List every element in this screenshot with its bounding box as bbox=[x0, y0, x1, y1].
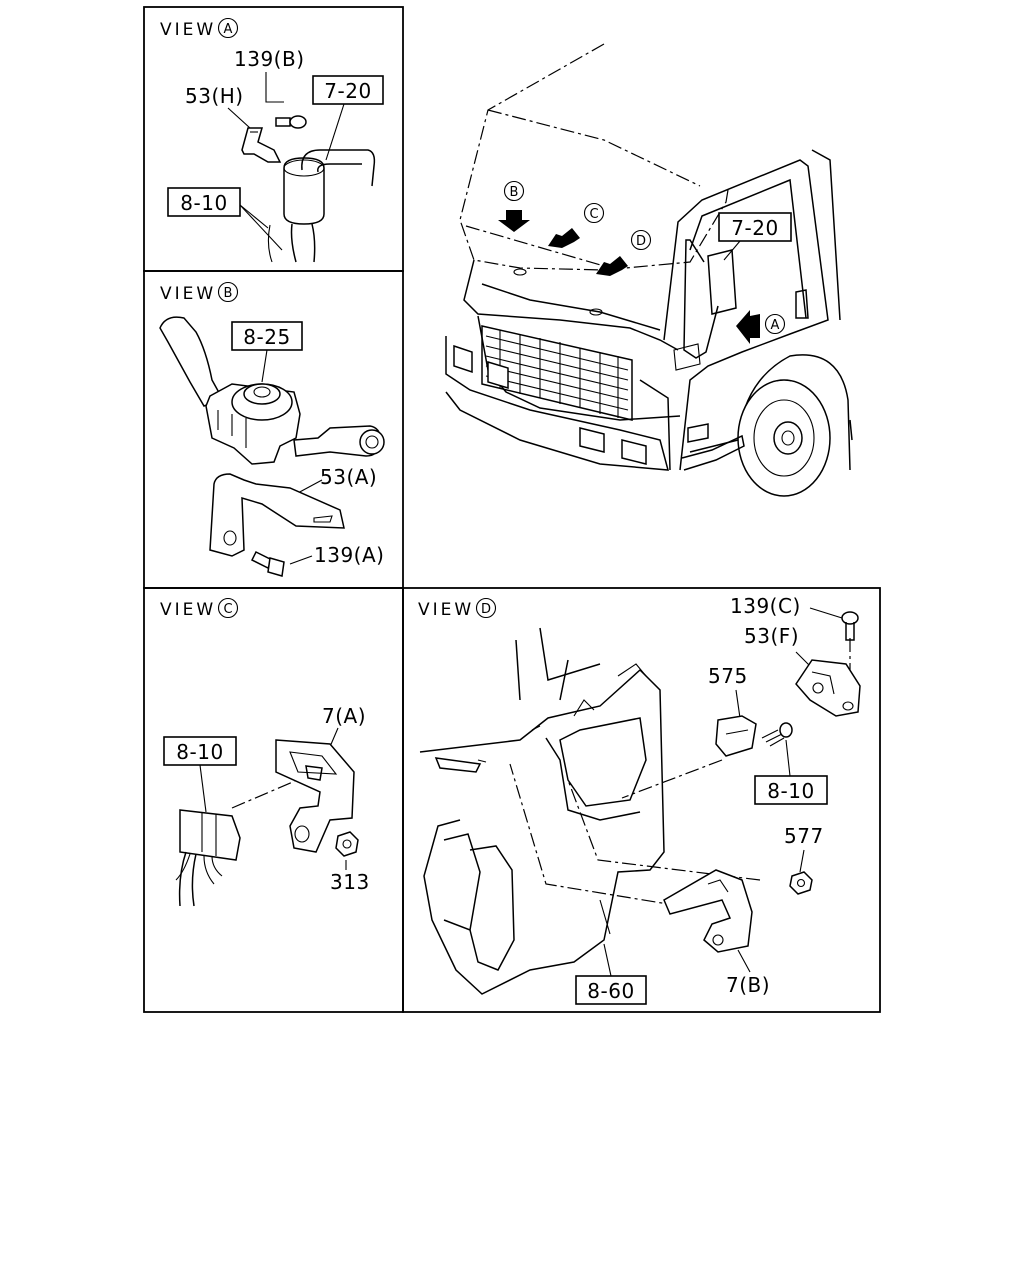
view-c-panel: VIEW C 7(A) 8-10 313 bbox=[160, 597, 370, 907]
bolt-139b bbox=[275, 115, 307, 129]
label-139b: 139(B) bbox=[234, 47, 305, 71]
connector-8-10-view-c bbox=[175, 809, 241, 907]
engine-block-view-d bbox=[419, 627, 665, 995]
screw-8-10-view-d bbox=[761, 722, 793, 747]
view-marker-c: C bbox=[548, 202, 605, 248]
view-marker-b: B bbox=[498, 180, 530, 232]
label-313: 313 bbox=[330, 870, 370, 894]
view-c-letter: C bbox=[223, 602, 232, 617]
view-d-circle bbox=[475, 597, 497, 619]
view-marker-d: D bbox=[596, 229, 652, 276]
view-d-letter: D bbox=[481, 602, 491, 617]
ref-7-20-cab: 7-20 bbox=[731, 216, 778, 240]
ref-7-20-view-a: 7-20 bbox=[324, 79, 371, 103]
panel-frames bbox=[143, 6, 881, 1013]
label-7b: 7(B) bbox=[726, 973, 770, 997]
ref-box-8-25 bbox=[231, 321, 303, 351]
nut-577 bbox=[789, 871, 813, 895]
ref-box-8-10-view-a bbox=[167, 187, 241, 217]
bolt-139c bbox=[841, 611, 859, 641]
clip-575 bbox=[715, 715, 757, 757]
view-c-circle bbox=[217, 597, 239, 619]
view-arrow-d bbox=[596, 256, 628, 276]
ref-8-10-view-a: 8-10 bbox=[180, 191, 227, 215]
view-arrow-c bbox=[548, 228, 580, 248]
truck-cab-overview: 7-20 B C D A bbox=[445, 43, 853, 497]
bracket-7b bbox=[663, 869, 753, 953]
view-a-letter: A bbox=[224, 22, 233, 37]
nut-313 bbox=[335, 831, 359, 857]
view-marker-d-letter: D bbox=[636, 234, 646, 249]
ref-box-7-20-view-a bbox=[312, 75, 384, 105]
bracket-53a bbox=[209, 473, 345, 557]
label-53a: 53(A) bbox=[320, 465, 377, 489]
ref-box-7-20-cab bbox=[718, 212, 792, 242]
ref-8-25: 8-25 bbox=[243, 325, 290, 349]
view-a-title: VIEW bbox=[160, 20, 216, 40]
view-b-letter: B bbox=[224, 286, 233, 301]
view-marker-a: A bbox=[736, 310, 786, 344]
view-b-circle bbox=[217, 281, 239, 303]
bolt-139a bbox=[250, 550, 285, 577]
view-d-title: VIEW bbox=[418, 600, 474, 620]
view-marker-b-letter: B bbox=[510, 185, 519, 200]
combination-switch bbox=[159, 316, 385, 465]
label-575: 575 bbox=[708, 664, 748, 688]
side-mirror bbox=[673, 239, 737, 371]
bracket-53h bbox=[241, 127, 282, 163]
bracket-7a bbox=[275, 739, 355, 853]
label-577: 577 bbox=[784, 824, 824, 848]
front-wheel bbox=[689, 354, 851, 497]
view-b-title: VIEW bbox=[160, 284, 216, 304]
view-d-panel: VIEW D 139(C) 53(F) 575 8-10 577 8-60 7(… bbox=[418, 594, 861, 1005]
bracket-53f bbox=[795, 659, 861, 717]
front-grille bbox=[481, 325, 633, 421]
view-marker-c-letter: C bbox=[589, 207, 598, 222]
view-arrow-b bbox=[498, 210, 530, 232]
view-b-panel: VIEW B 8-25 53(A) 139(A) bbox=[159, 281, 385, 577]
ref-8-60: 8-60 bbox=[587, 979, 634, 1003]
ref-8-10-view-c: 8-10 bbox=[176, 740, 223, 764]
label-139a: 139(A) bbox=[314, 543, 384, 567]
label-139c: 139(C) bbox=[730, 594, 801, 618]
view-arrow-a bbox=[736, 310, 760, 344]
label-7a: 7(A) bbox=[322, 704, 366, 728]
ref-box-8-10-view-c bbox=[163, 736, 237, 766]
view-c-title: VIEW bbox=[160, 600, 216, 620]
connector-housing-view-a bbox=[267, 149, 376, 263]
view-marker-a-letter: A bbox=[771, 318, 780, 333]
view-a-circle bbox=[217, 17, 239, 39]
ref-8-10-view-d: 8-10 bbox=[767, 779, 814, 803]
ref-box-8-10-view-d bbox=[754, 775, 828, 805]
view-a-panel: VIEW A 139(B) 53(H) 7-20 8-10 bbox=[160, 17, 384, 263]
label-53f: 53(F) bbox=[744, 624, 799, 648]
label-53h: 53(H) bbox=[185, 84, 244, 108]
